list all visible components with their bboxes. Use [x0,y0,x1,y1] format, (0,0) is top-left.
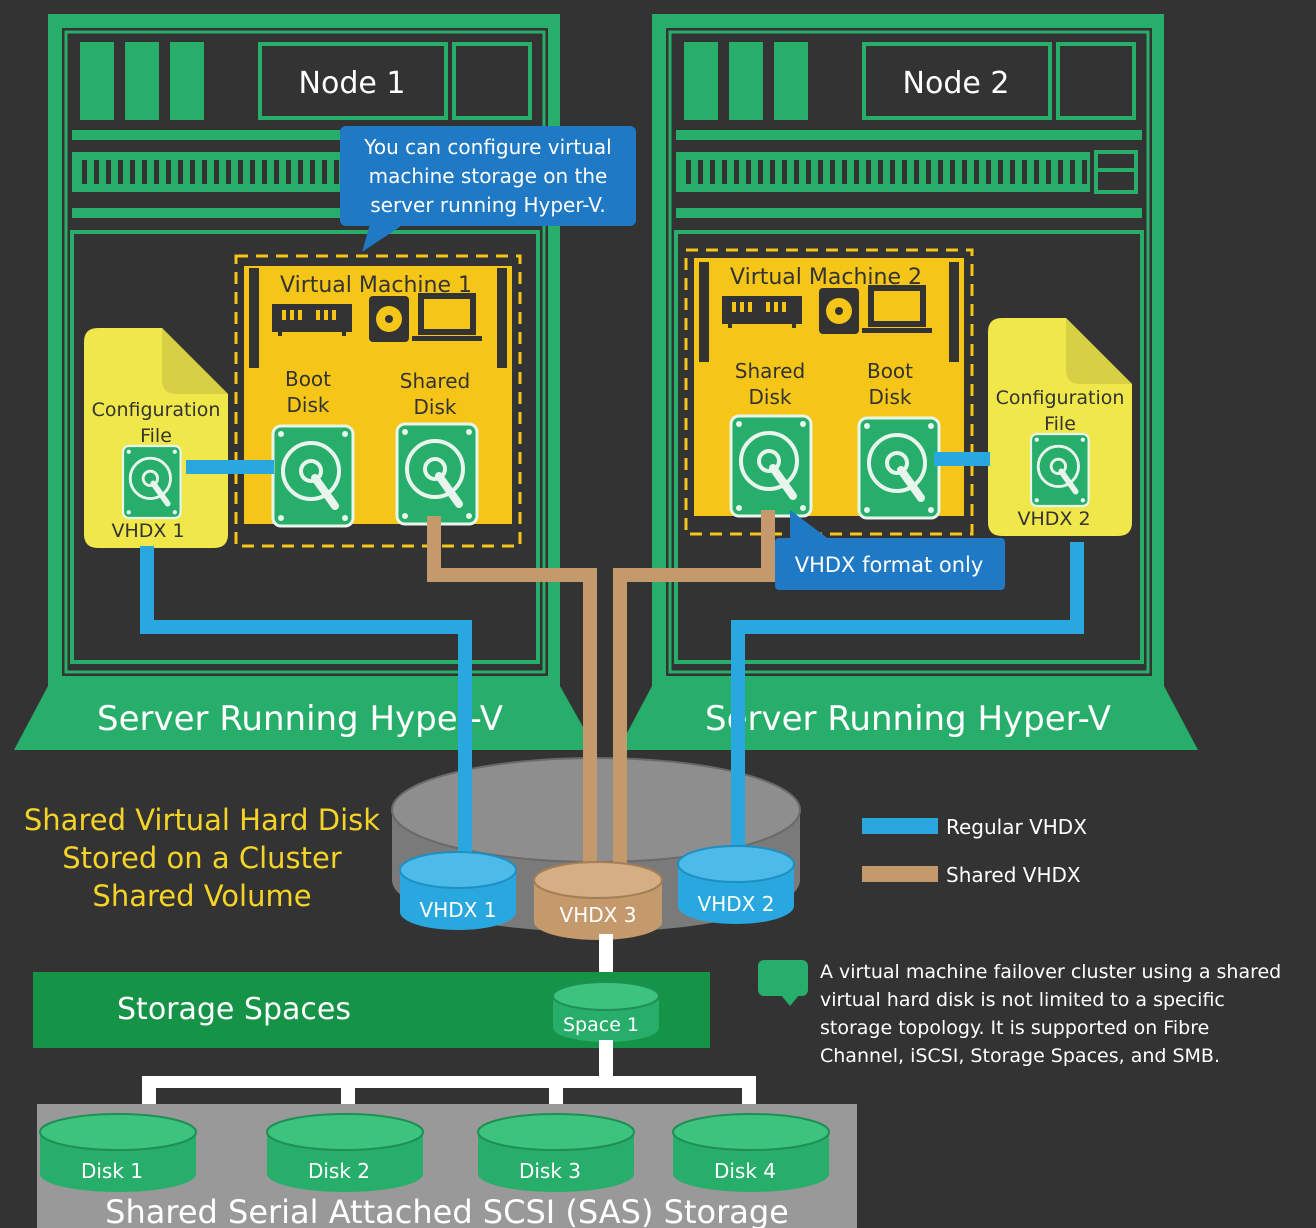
callout-storage-line-3: server running Hyper-V. [370,193,606,217]
node-1-base [14,686,596,750]
connector-lines [140,452,1084,878]
sas-disk-4: Disk 4 [672,1113,830,1192]
node-1-label: Node 1 [299,66,406,101]
legend-label-regular: Regular VHDX [946,815,1087,839]
legend-label-shared: Shared VHDX [946,863,1081,887]
vm-1-shared-disk-label-2: Disk [414,395,457,419]
csv-caption-line-3: Shared Volume [92,879,311,913]
vm-1-config-label-1: Configuration [92,399,221,421]
sas-disk-1-label: Disk 1 [81,1159,143,1183]
sas-disk-1: Disk 1 [39,1113,197,1192]
vm-1-disk-icon [369,296,409,342]
storage-spaces: Storage Spaces Space 1 [33,972,710,1048]
vm-1-shared-disk-icon [397,424,477,524]
sas-disk-3: Disk 3 [477,1113,635,1192]
vm-1-config-disk-icon [123,446,181,518]
csv-caption-line-2: Stored on a Cluster [62,841,342,875]
sas-storage: Disk 1 Disk 2 Disk 3 Disk 4 Shared Serial A… [37,1104,857,1228]
callout-storage-line-2: machine storage on the [369,164,608,188]
legend-swatch-shared [862,866,938,882]
speech-bubble-icon [758,960,808,1006]
note-line-1: A virtual machine failover cluster using… [820,961,1281,983]
vm-2-boot-disk-label-2: Disk [869,385,912,409]
node-2-base [618,686,1198,750]
storage-spaces-label: Storage Spaces [117,992,351,1027]
csv-caption-line-1: Shared Virtual Hard Disk [24,803,380,837]
vm-1: Virtual Machine 1 Boot Disk Shared Disk [234,254,522,548]
note-line-4: Channel, iSCSI, Storage Spaces, and SMB. [820,1045,1220,1067]
vm-2-boot-disk-icon [859,418,939,518]
csv-caption: Shared Virtual Hard Disk Stored on a Clu… [24,803,380,913]
vm-1-boot-disk-label-1: Boot [285,367,331,391]
legend-swatch-regular [862,818,938,834]
vm-2-shared-disk-icon [731,416,811,516]
note-line-3: storage topology. It is supported on Fib… [820,1017,1209,1039]
vm-1-config-file: Configuration File VHDX 1 [84,328,228,548]
node-1-base-label: Server Running Hyper-V [97,699,503,739]
csv-disk-vhdx-1-label: VHDX 1 [420,898,497,922]
callout-storage-line-1: You can configure virtual [363,135,611,159]
sas-disk-4-label: Disk 4 [714,1159,776,1183]
sas-storage-label: Shared Serial Attached SCSI (SAS) Storag… [105,1193,789,1228]
vm-1-vhdx-label: VHDX 1 [111,520,184,542]
note-line-2: virtual hard disk is not limited to a sp… [820,989,1225,1011]
sas-disk-2-label: Disk 2 [308,1159,370,1183]
csv-disk-vhdx-2-label: VHDX 2 [698,892,775,916]
vm-1-boot-disk-icon [273,426,353,526]
csv-disk-vhdx-3: VHDX 3 [533,861,663,940]
csv-disk-vhdx-3-label: VHDX 3 [560,903,637,927]
vm-1-boot-disk-label-2: Disk [287,393,330,417]
sas-disk-3-label: Disk 3 [519,1159,581,1183]
vm-2-disk-icon [819,288,859,334]
vm-1-config-label-2: File [140,425,172,447]
vm-1-monitor-icon [412,293,482,341]
callout-vhdx-only-label: VHDX format only [795,553,984,577]
vm-2-monitor-icon [862,285,932,333]
vm-2-vhdx-label: VHDX 2 [1017,508,1090,530]
vm-2-config-label-1: Configuration [996,387,1125,409]
vm-2-config-file: Configuration File VHDX 2 [988,318,1132,536]
node-2-label: Node 2 [903,66,1010,101]
space-1-label: Space 1 [563,1014,639,1036]
vm-2-shared-disk-label-1: Shared [735,359,805,383]
note: A virtual machine failover cluster using… [758,960,1281,1067]
node-2-base-label: Server Running Hyper-V [705,699,1111,739]
sas-disk-2: Disk 2 [266,1113,424,1192]
vm-1-shared-disk-label-1: Shared [400,369,470,393]
vm-2-config-disk-icon [1031,434,1089,506]
callout-vhdx-only: VHDX format only [775,510,1005,590]
legend: Regular VHDX Shared VHDX [862,815,1087,887]
vm-2: Virtual Machine 2 Shared Disk Boot Disk [684,248,974,536]
vm-2-config-label-2: File [1044,413,1076,435]
callout-storage-config: You can configure virtual machine storag… [340,126,636,252]
csv-disk-vhdx-1: VHDX 1 [399,851,517,930]
csv-disk-vhdx-2: VHDX 2 [677,845,795,924]
vm-2-boot-disk-label-1: Boot [867,359,913,383]
vm-2-shared-disk-label-2: Disk [749,385,792,409]
